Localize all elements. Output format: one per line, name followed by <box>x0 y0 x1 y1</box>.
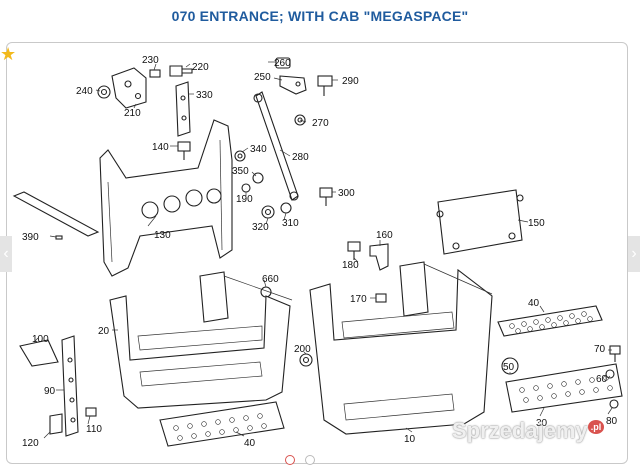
part-150 <box>436 189 524 255</box>
part-70 <box>609 345 621 362</box>
label-200: 200 <box>294 344 311 355</box>
part-110 <box>85 407 97 417</box>
label-270: 270 <box>312 118 329 129</box>
label-150: 150 <box>528 218 545 229</box>
label-120: 120 <box>22 438 39 449</box>
part-240 <box>97 85 111 99</box>
label-80: 80 <box>606 416 618 427</box>
label-220: 220 <box>192 62 209 73</box>
label-10: 10 <box>404 434 416 445</box>
chevron-right-icon[interactable]: › <box>628 236 640 272</box>
part-160 <box>369 243 389 271</box>
label-330: 330 <box>196 90 213 101</box>
part-30 <box>505 363 623 413</box>
part-140 <box>177 141 191 160</box>
part-40-upper <box>497 305 603 337</box>
part-120 <box>49 413 63 435</box>
part-60 <box>605 369 615 379</box>
label-300: 300 <box>338 188 355 199</box>
label-340: 340 <box>250 144 267 155</box>
label-390: 390 <box>22 232 39 243</box>
label-310: 310 <box>282 218 299 229</box>
part-80 <box>609 399 619 409</box>
watermark-logo: Sprzedajemy.pl <box>452 418 605 444</box>
part-170 <box>375 293 387 303</box>
label-90: 90 <box>44 386 56 397</box>
label-50: 50 <box>503 362 515 373</box>
label-210: 210 <box>124 108 141 119</box>
carousel-dots <box>282 452 318 470</box>
label-160: 160 <box>376 230 393 241</box>
leader-lines <box>33 61 613 439</box>
label-260: 260 <box>274 58 291 69</box>
part-260 <box>275 57 291 69</box>
label-110: 110 <box>86 424 102 435</box>
part-40-lower <box>159 401 285 447</box>
label-60: 60 <box>596 374 608 385</box>
part-190 <box>241 183 251 193</box>
carousel-dot-1[interactable] <box>285 455 295 465</box>
label-130: 130 <box>154 230 171 241</box>
star-icon[interactable]: ★ <box>0 44 17 64</box>
label-320: 320 <box>252 222 269 233</box>
part-270 <box>294 114 306 126</box>
part-320 <box>261 205 275 219</box>
label-40-lower: 40 <box>244 438 256 449</box>
label-180: 180 <box>342 260 359 271</box>
label-250: 250 <box>254 72 271 83</box>
label-350: 350 <box>232 166 249 177</box>
page-title: 070 ENTRANCE; WITH CAB "MEGASPACE" <box>171 8 469 24</box>
part-340 <box>234 150 246 162</box>
label-30: 30 <box>536 418 548 429</box>
part-250 <box>279 75 307 95</box>
part-10 <box>309 261 493 435</box>
label-230: 230 <box>142 55 159 66</box>
label-70: 70 <box>594 344 606 355</box>
part-290 <box>317 75 333 96</box>
chevron-left-icon[interactable]: ‹ <box>0 236 12 272</box>
label-190: 190 <box>236 194 253 205</box>
part-90 <box>61 335 79 437</box>
part-20 <box>109 271 293 409</box>
part-180 <box>347 241 361 260</box>
part-130 <box>99 119 233 277</box>
label-20: 20 <box>98 326 110 337</box>
label-290: 290 <box>342 76 359 87</box>
part-100 <box>19 339 59 367</box>
label-170: 170 <box>350 294 367 305</box>
part-390 <box>12 191 100 240</box>
part-310 <box>280 202 292 214</box>
label-140: 140 <box>152 142 169 153</box>
part-200 <box>299 353 313 367</box>
part-330 <box>175 81 191 137</box>
label-660: 660 <box>262 274 279 285</box>
label-100: 100 <box>32 334 49 345</box>
part-230 <box>149 69 161 78</box>
part-300 <box>319 187 333 206</box>
part-280 <box>253 91 299 201</box>
label-240: 240 <box>76 86 93 97</box>
label-280: 280 <box>292 152 309 163</box>
part-210 <box>111 67 147 109</box>
carousel-dot-2[interactable] <box>305 455 316 465</box>
label-40-upper: 40 <box>528 298 540 309</box>
part-220 <box>169 65 193 77</box>
